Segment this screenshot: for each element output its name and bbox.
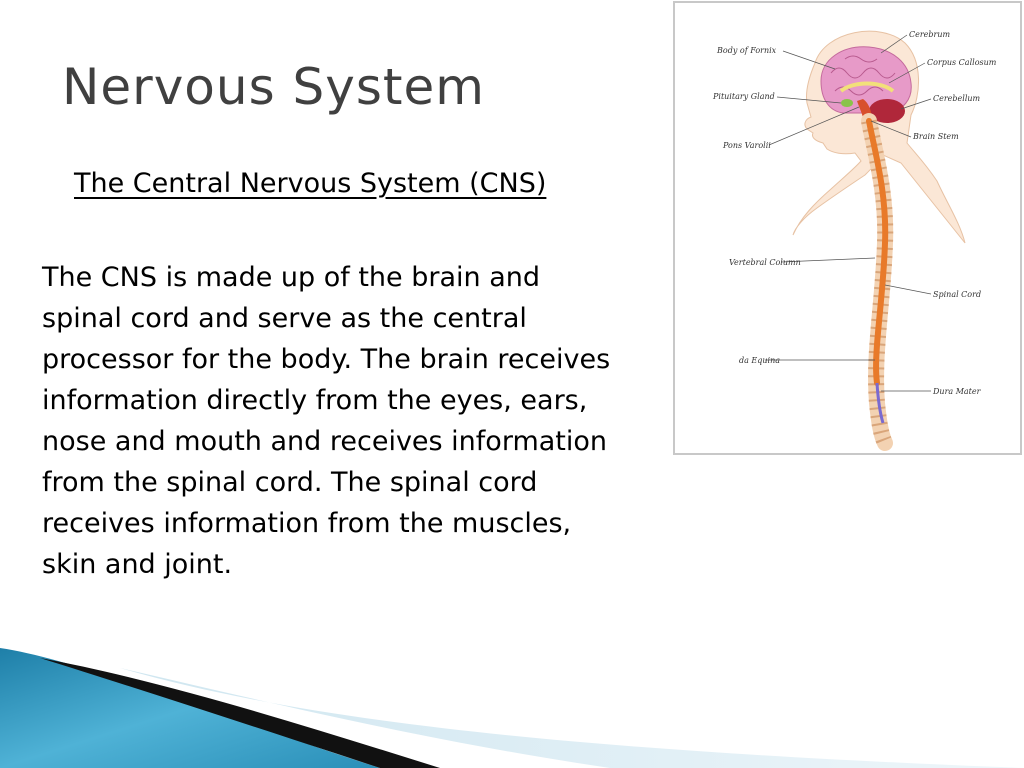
label-brain-stem: Brain Stem — [912, 132, 959, 141]
slide-subtitle: The Central Nervous System (CNS) — [74, 168, 547, 199]
label-pituitary-gland: Pituitary Gland — [712, 92, 775, 101]
body-line: information directly from the eyes, ears… — [42, 385, 588, 416]
brain-folds — [830, 55, 896, 96]
label-spinal-cord: Spinal Cord — [933, 290, 981, 299]
label-body-of-fornix: Body of Fornix — [716, 46, 777, 55]
body-line: nose and mouth and receives information — [42, 426, 608, 457]
brain-cerebrum — [820, 46, 912, 114]
body-line: skin and joint. — [42, 549, 233, 580]
nervous-system-diagram: Body of Fornix Cerebrum Corpus Callosum … — [673, 1, 1022, 455]
swoosh-dark — [40, 658, 440, 768]
label-vertebral-column: Vertebral Column — [729, 258, 801, 267]
slide-title: Nervous System — [62, 58, 485, 116]
corpus-callosum — [839, 81, 895, 93]
decorative-swoosh — [0, 648, 1024, 768]
body-paragraph: The CNS is made up of the brain and spin… — [42, 257, 762, 585]
label-cerebellum: Cerebellum — [933, 94, 981, 103]
cauda-equina — [875, 382, 885, 424]
label-cerebrum: Cerebrum — [909, 30, 951, 39]
label-pons-varolii: Pons Varolii — [722, 141, 771, 150]
body-line: receives information from the muscles, — [42, 508, 572, 539]
label-corpus-callosum: Corpus Callosum — [927, 58, 997, 67]
label-cauda-equina: da Equina — [739, 356, 780, 365]
swoosh-blue — [0, 648, 380, 768]
spinal-cord — [866, 118, 889, 386]
label-dura-mater: Dura Mater — [932, 387, 982, 396]
swoosh-pale — [120, 668, 1024, 768]
pituitary-gland — [841, 99, 853, 107]
body-line: The CNS is made up of the brain and — [42, 262, 541, 293]
leader-lines — [765, 34, 932, 392]
body-line: spinal cord and serve as the central — [42, 303, 527, 334]
body-line: processor for the body. The brain receiv… — [42, 344, 611, 375]
diagram-illustration: Body of Fornix Cerebrum Corpus Callosum … — [712, 30, 997, 451]
body-line: from the spinal cord. The spinal cord — [42, 467, 538, 498]
cerebellum — [869, 99, 905, 123]
